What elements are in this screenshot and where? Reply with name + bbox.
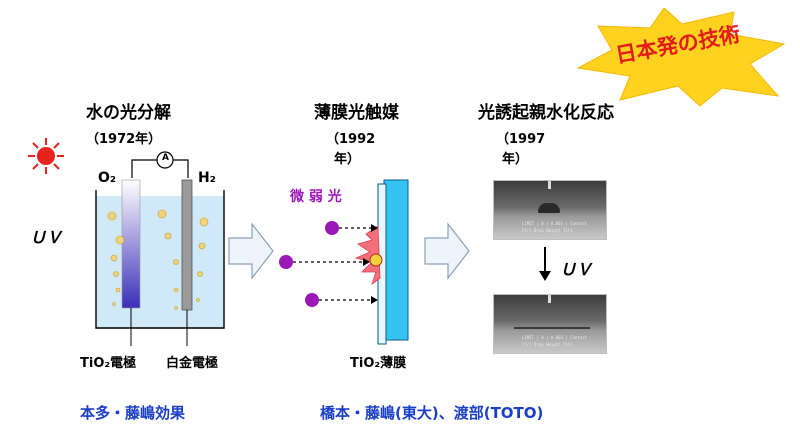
tio2-electrode — [121, 179, 141, 309]
photo-caption-top: LIMIT | 0 | 0.003 | Contact — [522, 221, 588, 226]
needle — [548, 181, 551, 189]
reaction-core — [369, 253, 383, 267]
circuit-wire — [131, 159, 158, 178]
spread-water-film — [514, 327, 590, 329]
circuit-wire-right — [172, 159, 189, 178]
uv-label-right: ＵＶ — [560, 260, 593, 279]
beaker — [95, 190, 225, 329]
credit-hashimoto-fujishima-watanabe: 橋本・藤嶋(東大)、渡部(TOTO) — [320, 404, 544, 422]
right-title: 光誘起親水化反応 — [478, 103, 614, 123]
photo-caption-bottom: Ctrl Drop Height Tilt — [522, 228, 573, 233]
left-year: （1972年） — [86, 132, 162, 147]
sun-icon — [28, 138, 64, 174]
arrowheads — [363, 224, 378, 304]
h2-label: H₂ — [198, 170, 216, 186]
photon-paths — [293, 227, 374, 301]
japan-origin-badge — [576, 7, 786, 107]
gas-bubbles — [107, 209, 209, 310]
uv-label-left: ＵＶ — [30, 228, 63, 247]
o2-label: O₂ — [98, 170, 117, 186]
contact-angle-photo-before: LIMIT | 0 | 0.003 | Contact Ctrl Drop He… — [493, 180, 607, 240]
contact-angle-photo-after: LIMIT | 0 | 0.003 | Contact Ctrl Drop He… — [493, 294, 607, 354]
ammeter-label: A — [162, 153, 169, 163]
middle-title: 薄膜光触媒 — [314, 103, 399, 123]
tio2-electrode-label: TiO₂電極 — [80, 356, 137, 371]
middle-year-line2: 年） — [334, 152, 361, 167]
credit-honda-fujishima: 本多・藤嶋効果 — [80, 404, 186, 422]
photo-caption-bottom: Ctrl Drop Height Tilt — [522, 342, 573, 347]
tio2-film-label: TiO₂薄膜 — [350, 356, 407, 371]
weak-light-label: 微 弱 光 — [290, 189, 342, 205]
middle-year-line1: （1992 — [326, 132, 376, 147]
ammeter-icon — [156, 151, 174, 169]
platinum-electrode-label: 白金電極 — [166, 356, 219, 371]
needle — [548, 295, 551, 303]
thin-film-diagram — [279, 179, 409, 345]
photo-caption-top: LIMIT | 0 | 0.003 | Contact — [522, 335, 588, 340]
right-year-line1: （1997 — [496, 132, 546, 147]
right-year-line2: 年） — [502, 152, 529, 167]
left-title: 水の光分解 — [86, 103, 171, 123]
tio2-film-back — [383, 179, 409, 341]
platinum-electrode — [181, 179, 193, 311]
electrolysis-cell — [95, 151, 225, 346]
water-droplet — [538, 203, 560, 213]
photons — [279, 221, 339, 307]
block-arrow-1 — [228, 222, 274, 280]
starburst-shape — [576, 7, 786, 107]
down-arrow-icon — [539, 247, 551, 281]
block-arrow-2 — [424, 222, 470, 280]
